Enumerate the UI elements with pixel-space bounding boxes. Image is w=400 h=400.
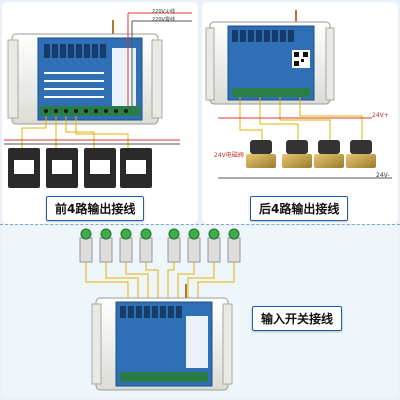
section-divider <box>0 224 400 225</box>
push-button-icon <box>79 228 241 263</box>
v24-plus-label: 24V+ <box>372 112 389 119</box>
caption-input-switch: 输入开关接线 <box>252 306 343 331</box>
caption-rear-4-output: 后4路输出接线 <box>250 196 349 221</box>
neutral-wire-label: 220V零线 <box>152 17 175 23</box>
v24-minus-label: 24V- <box>376 172 390 179</box>
qr-code-icon <box>292 50 310 68</box>
caption-front-4-output: 前4路输出接线 <box>46 196 145 221</box>
relay-module-icon <box>205 10 335 105</box>
live-wire-label: 220V火线 <box>152 9 175 15</box>
solenoid-valve-icon <box>246 140 376 168</box>
relay-module-icon <box>7 20 163 125</box>
relay-module-icon <box>91 284 233 391</box>
contactor-icon <box>8 148 152 188</box>
valve-label: 24V电磁阀 <box>214 152 244 159</box>
